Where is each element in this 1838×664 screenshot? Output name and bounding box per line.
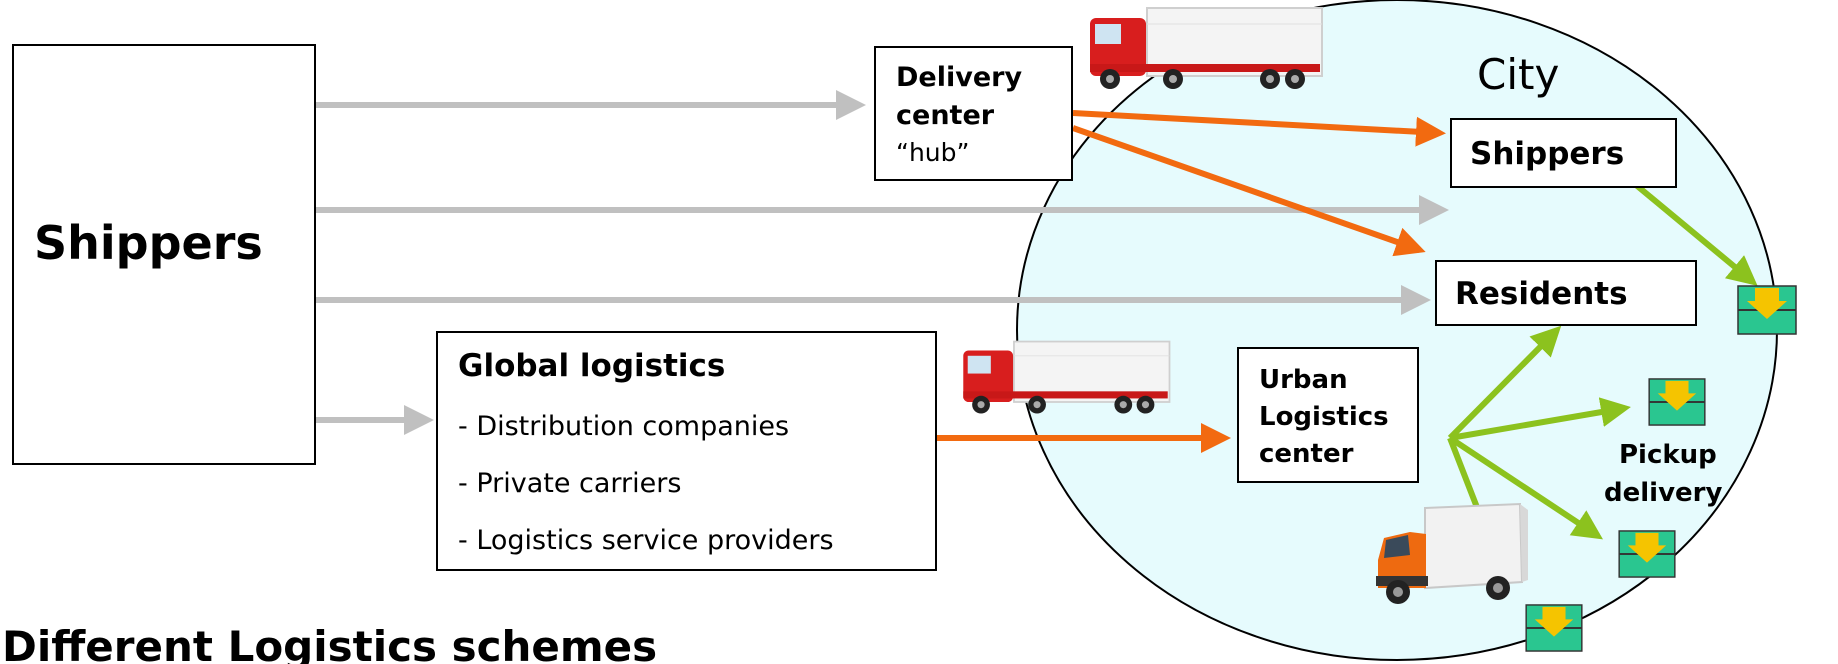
delivery-center-box: Delivery center “hub”	[874, 46, 1073, 181]
pickup-line1: Pickup	[1619, 440, 1717, 470]
shippers-label: Shippers	[34, 216, 263, 270]
arrow-hub-to-city-shippers	[1072, 110, 1446, 147]
footer-title: Different Logistics schemes	[2, 622, 658, 664]
urban-center-line1: Urban	[1259, 365, 1348, 395]
urban-center-line2: Logistics	[1259, 402, 1389, 432]
pickup-locker-icon	[1737, 285, 1797, 335]
arrow-urban-to-van	[1447, 436, 1481, 512]
residents-box: Residents	[1435, 260, 1697, 326]
delivery-center-line1: Delivery	[896, 62, 1023, 93]
delivery-center-line2: center	[896, 100, 995, 131]
arrow-urban-to-residents	[1447, 325, 1562, 441]
semi-truck-icon	[963, 340, 1171, 414]
urban-logistics-center-box: Urban Logistics center	[1237, 347, 1419, 483]
urban-center-line3: center	[1259, 439, 1354, 469]
arrow-urban-to-lower-locker	[1448, 435, 1604, 540]
pickup-locker-icon	[1618, 530, 1676, 578]
global-logistics-title: Global logistics	[458, 348, 726, 384]
global-logistics-item-1: - Distribution companies	[458, 411, 790, 442]
city-shippers-label: Shippers	[1470, 136, 1625, 172]
pickup-locker-icon	[1648, 378, 1706, 426]
global-logistics-item-3: - Logistics service providers	[458, 525, 834, 556]
semi-truck-icon	[1090, 7, 1323, 89]
shippers-box: Shippers	[12, 44, 316, 465]
global-logistics-item-2: - Private carriers	[458, 468, 682, 499]
city-label: City	[1477, 50, 1560, 99]
delivery-van-icon	[1376, 502, 1528, 604]
global-logistics-box: Global logistics - Distribution companie…	[436, 331, 937, 571]
arrow-hub-to-residents	[1072, 125, 1426, 257]
city-shippers-box: Shippers	[1450, 118, 1677, 188]
delivery-center-line3: “hub”	[896, 138, 970, 167]
pickup-line2: delivery	[1604, 478, 1723, 508]
pickup-locker-icon	[1525, 604, 1583, 652]
arrow-city-shippers-to-locker	[1628, 177, 1758, 286]
arrow-urban-to-pickup-locker	[1449, 397, 1631, 441]
residents-label: Residents	[1455, 276, 1628, 312]
